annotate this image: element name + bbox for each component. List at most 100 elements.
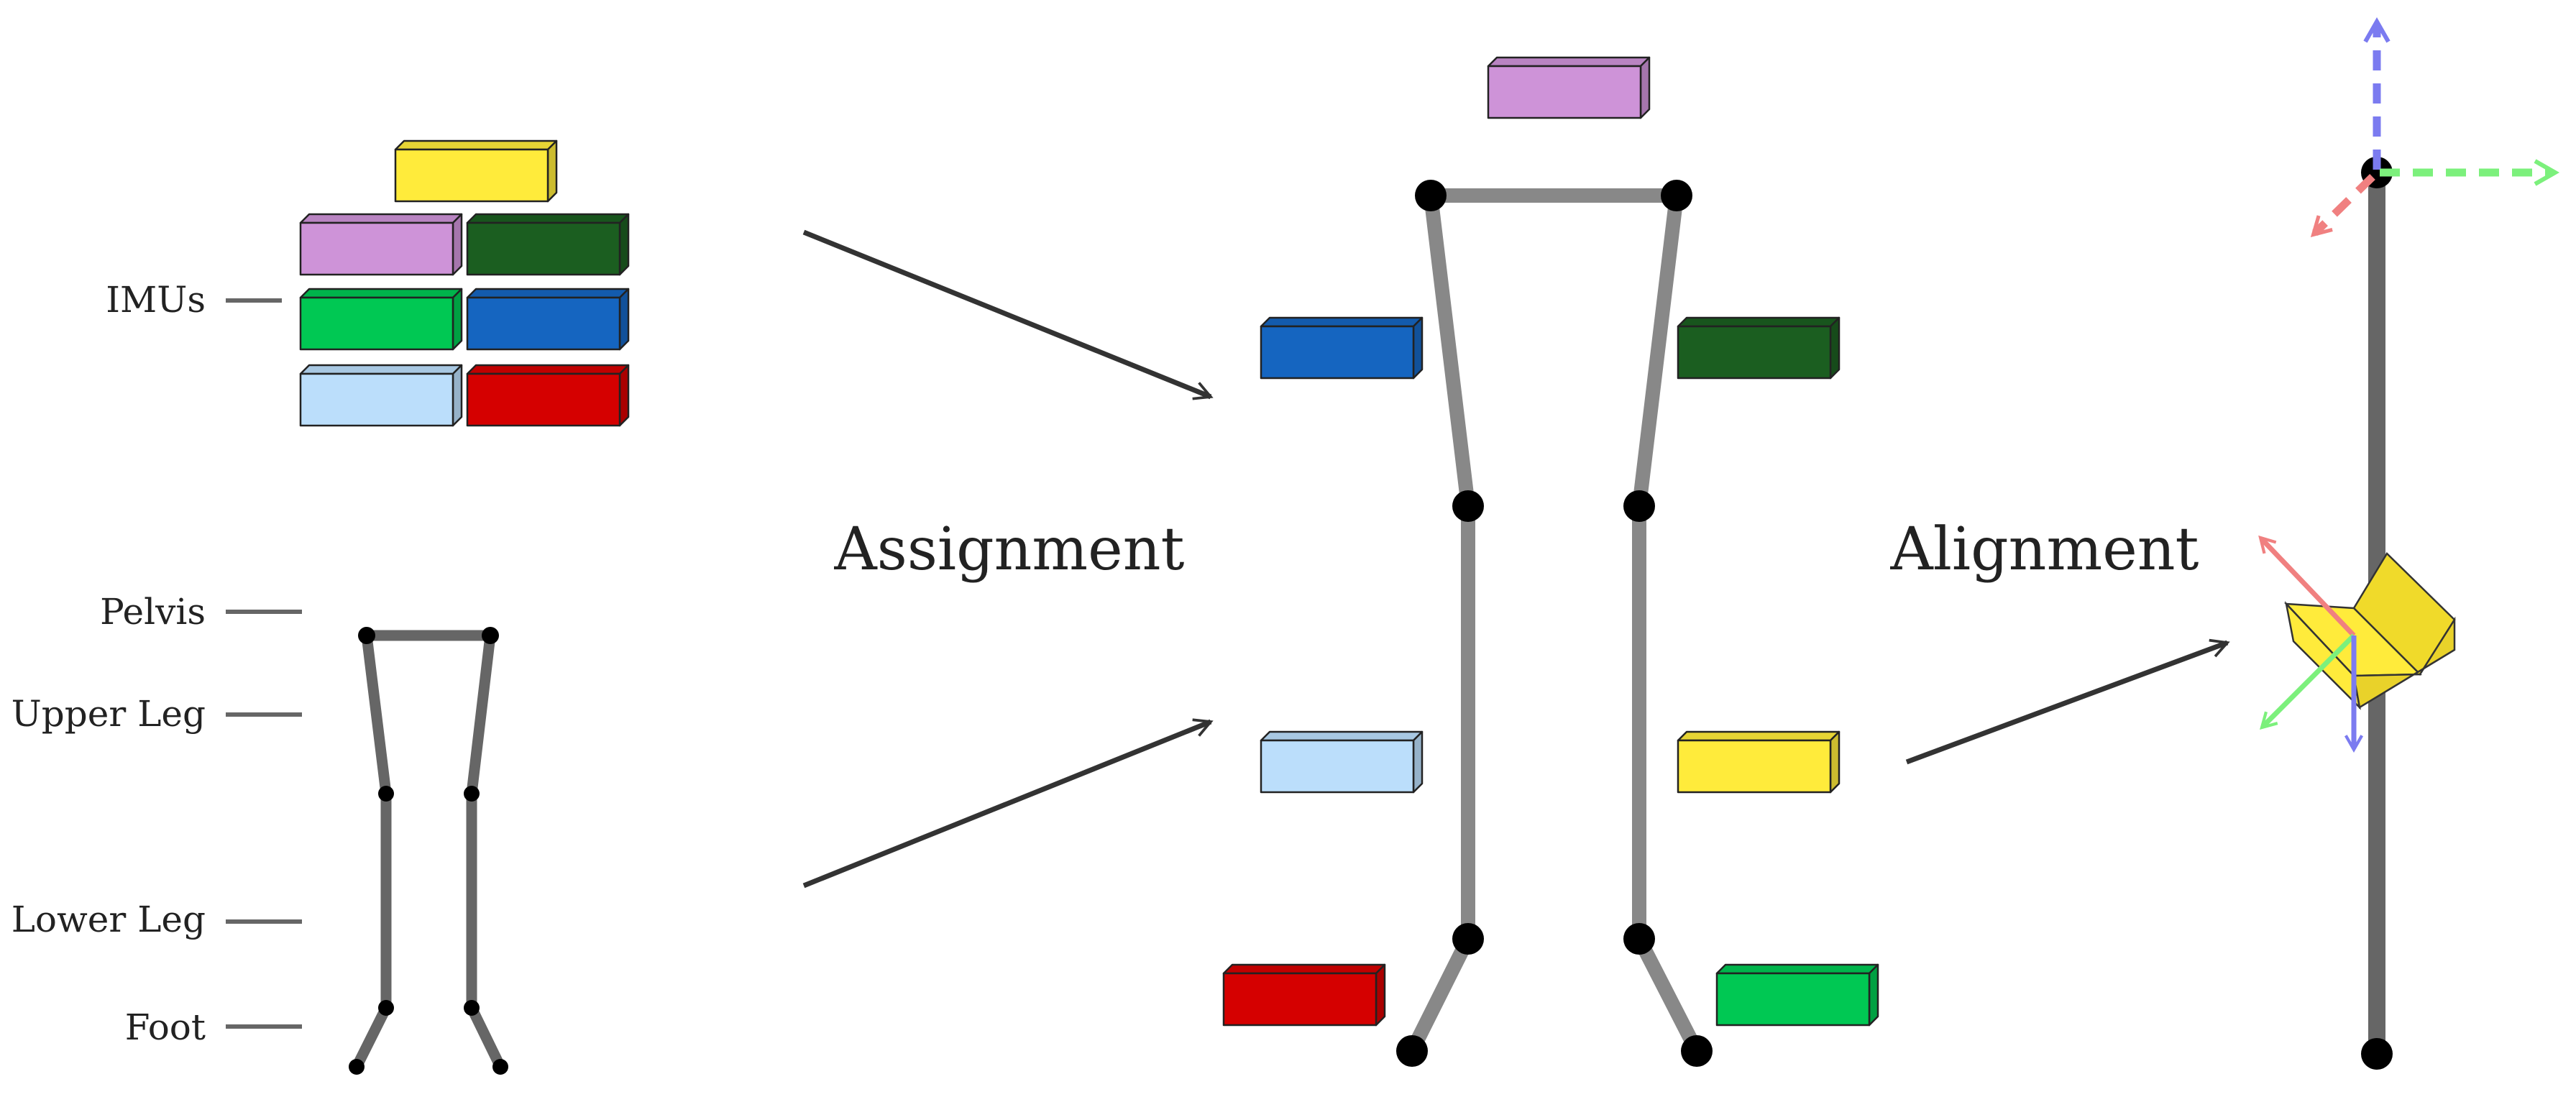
joint (1623, 923, 1655, 955)
segment-bottom-joint (2361, 1038, 2393, 1070)
joint (464, 786, 480, 802)
large-skeleton-joints (1396, 180, 1713, 1067)
assignment-arrow-lower (802, 718, 1214, 889)
large-left-foot-bone (1405, 932, 1475, 1058)
small-right-foot-bone (466, 1002, 506, 1073)
joint (1452, 490, 1484, 522)
cube-right-face (2352, 616, 2456, 710)
box-side-face (1829, 316, 1841, 380)
box-side-face (452, 288, 463, 351)
box-front-face (299, 372, 454, 427)
box-side-face (452, 213, 463, 276)
box-top-face (466, 288, 630, 299)
large-right-foot-bone (1632, 932, 1704, 1058)
box-top-face (1715, 963, 1879, 975)
box-side-face (1829, 730, 1841, 794)
box-side-face (452, 364, 463, 427)
pelvis-label: Pelvis (100, 591, 206, 633)
joint (1452, 923, 1484, 955)
assigned-imu-pelvis-purple (1487, 56, 1651, 119)
box-front-face (1222, 972, 1378, 1027)
box-front-face (1677, 325, 1832, 380)
box-front-face (1487, 65, 1642, 119)
joint (492, 1059, 508, 1075)
assigned-imu-right-upper-leg-dark-green (1677, 316, 1841, 380)
joint (358, 627, 375, 644)
box-top-face (466, 364, 630, 375)
imu-box-red (466, 364, 630, 427)
box-side-face (1412, 316, 1424, 380)
large-right-upper-leg-bone (1632, 188, 1684, 513)
box-side-face (618, 364, 630, 427)
joint (1396, 1035, 1428, 1067)
box-side-face (618, 288, 630, 351)
small-left-foot-bone (351, 1002, 392, 1073)
assignment-label: Assignment (834, 515, 1185, 584)
small-skeleton (351, 630, 506, 1073)
imu-box-dark-green (466, 213, 630, 276)
box-top-face (394, 139, 558, 151)
joint (378, 786, 394, 802)
box-front-face (299, 296, 454, 351)
imu-box-green (299, 288, 463, 351)
alignment-arrow (1905, 638, 2230, 765)
assigned-imu-right-foot-green (1715, 963, 1879, 1027)
small-left-upper-leg-bone (361, 630, 392, 799)
box-top-face (299, 213, 463, 224)
box-front-face (466, 296, 621, 351)
assignment-arrow-upper (802, 229, 1214, 400)
box-top-face (1260, 730, 1424, 742)
sensor-y-axis (2260, 633, 2356, 730)
foot-label: Foot (125, 1006, 206, 1048)
box-front-face (394, 148, 549, 203)
imu-box-light-blue (299, 364, 463, 427)
assigned-imus (1222, 56, 1879, 1027)
box-top-face (1222, 963, 1386, 975)
box-top-face (1487, 56, 1651, 68)
box-front-face (466, 221, 621, 276)
box-front-face (1715, 972, 1871, 1027)
box-top-face (466, 213, 630, 224)
box-top-face (1677, 730, 1841, 742)
large-skeleton (1405, 188, 1704, 1058)
box-side-face (1868, 963, 1879, 1027)
imu-box-purple (299, 213, 463, 276)
joint (378, 1000, 394, 1016)
small-right-upper-leg-bone (466, 630, 496, 799)
large-left-upper-leg-bone (1424, 188, 1475, 513)
box-top-face (1677, 316, 1841, 328)
joint (464, 1000, 480, 1016)
box-front-face (299, 221, 454, 276)
box-front-face (1677, 739, 1832, 794)
global-x-axis-dashed (2310, 174, 2375, 237)
assigned-imu-right-lower-leg-yellow (1677, 730, 1841, 794)
imu-box-blue (466, 288, 630, 351)
joint (1415, 180, 1447, 211)
assigned-imu-left-foot-red (1222, 963, 1386, 1027)
joint (482, 627, 499, 644)
joint (349, 1059, 365, 1075)
alignment-label: Alignment (1889, 515, 2199, 584)
assigned-imu-left-lower-leg-light-blue (1260, 730, 1424, 794)
imu-stack (299, 139, 630, 427)
small-skeleton-joints (349, 627, 508, 1075)
box-side-face (546, 139, 558, 203)
aligned-imu-cube-yellow (2283, 552, 2456, 710)
joint (1623, 490, 1655, 522)
joint (1661, 180, 1692, 211)
imus-label: IMUs (106, 279, 206, 321)
box-top-face (299, 364, 463, 375)
box-side-face (1639, 56, 1651, 119)
box-side-face (1412, 730, 1424, 794)
box-side-face (618, 213, 630, 276)
box-top-face (1260, 316, 1424, 328)
assigned-imu-left-upper-leg-blue (1260, 316, 1424, 380)
box-top-face (299, 288, 463, 299)
box-front-face (1260, 325, 1415, 380)
upper-leg-label: Upper Leg (12, 693, 206, 735)
lower-leg-label: Lower Leg (12, 899, 206, 940)
joint (1681, 1035, 1713, 1067)
box-front-face (466, 372, 621, 427)
